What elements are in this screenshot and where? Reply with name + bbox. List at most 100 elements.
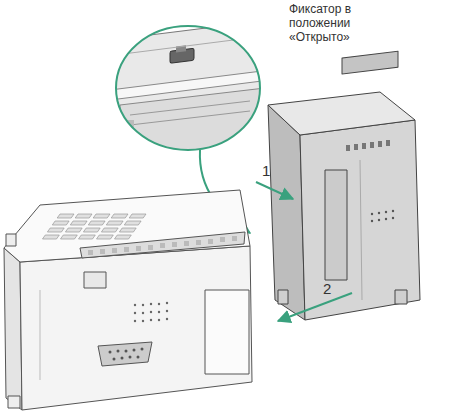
drawing-part bbox=[371, 213, 373, 215]
drawing-part bbox=[141, 348, 144, 351]
drawing-part bbox=[20, 246, 252, 410]
drawing-part bbox=[142, 304, 144, 306]
drawing-part bbox=[205, 290, 249, 374]
drawing-part bbox=[121, 357, 124, 360]
drawing-part bbox=[119, 228, 136, 232]
drawing-part bbox=[160, 243, 165, 248]
drawing-part bbox=[386, 140, 390, 146]
callout-number: 1 bbox=[262, 162, 270, 179]
drawing-part bbox=[116, 26, 260, 150]
drawing-part bbox=[115, 36, 265, 55]
drawing-part bbox=[150, 311, 152, 313]
drawing-part bbox=[346, 140, 390, 151]
callout-text: Фиксатор в положении «Открыто» bbox=[289, 3, 371, 44]
drawing-part bbox=[148, 245, 153, 250]
drawing-part bbox=[385, 211, 387, 213]
drawing-part bbox=[42, 214, 146, 239]
drawing-part bbox=[84, 272, 106, 288]
expansion-module bbox=[268, 51, 420, 320]
drawing-part bbox=[134, 304, 136, 306]
drawing-part bbox=[88, 221, 105, 225]
drawing-part bbox=[158, 319, 160, 321]
drawing-part bbox=[98, 342, 152, 366]
drawing-part bbox=[8, 396, 20, 408]
drawing-part bbox=[117, 350, 120, 353]
drawing-part bbox=[106, 221, 123, 225]
drawing-part bbox=[128, 133, 134, 141]
drawing-part bbox=[133, 349, 136, 352]
drawing-part bbox=[150, 303, 152, 305]
drawing-part bbox=[354, 144, 358, 150]
drawing-part bbox=[184, 241, 189, 246]
drawing-part bbox=[129, 356, 132, 359]
drawing-part bbox=[166, 318, 168, 320]
drawing-part bbox=[109, 348, 144, 361]
drawing-part bbox=[325, 170, 347, 280]
drawing-part bbox=[378, 219, 380, 221]
drawing-part bbox=[83, 228, 100, 232]
drawing-part bbox=[378, 212, 380, 214]
drawing-part bbox=[362, 143, 366, 149]
drawing-part bbox=[196, 240, 201, 245]
drawing-part bbox=[232, 236, 237, 241]
drawing-part bbox=[4, 190, 250, 262]
drawing-part bbox=[172, 242, 177, 247]
drawing-part bbox=[370, 142, 374, 148]
drawing-part bbox=[88, 250, 93, 255]
drawing-part bbox=[346, 145, 350, 151]
drawing-part bbox=[360, 160, 362, 300]
drawing-part bbox=[101, 228, 118, 232]
drawing-part bbox=[136, 246, 141, 251]
drawing-part bbox=[129, 214, 146, 218]
drawing-part bbox=[42, 235, 59, 239]
drawing-part bbox=[342, 51, 398, 74]
drawing-part bbox=[371, 220, 373, 222]
drawing-part bbox=[70, 221, 87, 225]
drawing-part bbox=[142, 312, 144, 314]
drawing-part bbox=[110, 20, 270, 150]
drawing-part bbox=[124, 221, 141, 225]
drawing-part bbox=[278, 290, 288, 304]
drawing-part bbox=[60, 235, 77, 239]
drawing-part bbox=[137, 356, 140, 359]
drawing-part bbox=[268, 105, 305, 320]
drawing-part bbox=[166, 310, 168, 312]
drawing-part bbox=[158, 303, 160, 305]
drawing-part bbox=[392, 210, 394, 212]
drawing-part bbox=[142, 320, 144, 322]
drawing-part bbox=[385, 218, 387, 220]
drawing-part bbox=[166, 302, 168, 304]
motion-arrow bbox=[256, 182, 293, 199]
drawing-part bbox=[88, 236, 237, 255]
drawing-part bbox=[134, 302, 168, 322]
drawing-part bbox=[109, 351, 112, 354]
drawing-part bbox=[134, 320, 136, 322]
drawing-part bbox=[112, 248, 117, 253]
drawing-part bbox=[65, 228, 82, 232]
drawing-part bbox=[125, 350, 128, 353]
drawing-part bbox=[75, 214, 92, 218]
drawing-part bbox=[111, 214, 128, 218]
drawing-part bbox=[130, 111, 250, 125]
callout-number: 2 bbox=[323, 280, 331, 297]
plc-base-unit bbox=[4, 190, 252, 410]
drawing-part bbox=[124, 247, 129, 252]
drawing-part bbox=[134, 312, 136, 314]
drawing-part bbox=[4, 248, 22, 410]
motion-arrow bbox=[278, 293, 352, 321]
drawing-part bbox=[150, 319, 152, 321]
drawing-part bbox=[52, 221, 69, 225]
drawing-part bbox=[113, 358, 116, 361]
drawing-part bbox=[268, 92, 415, 135]
drawing-part bbox=[371, 210, 394, 222]
drawing-part bbox=[6, 234, 16, 246]
drawing-part bbox=[395, 290, 407, 304]
drawing-part bbox=[40, 290, 41, 380]
drawing-part bbox=[120, 88, 265, 150]
drawing-part bbox=[300, 120, 420, 320]
drawing-part bbox=[220, 237, 225, 242]
drawing-part bbox=[378, 141, 382, 147]
drawing-part bbox=[100, 249, 105, 254]
